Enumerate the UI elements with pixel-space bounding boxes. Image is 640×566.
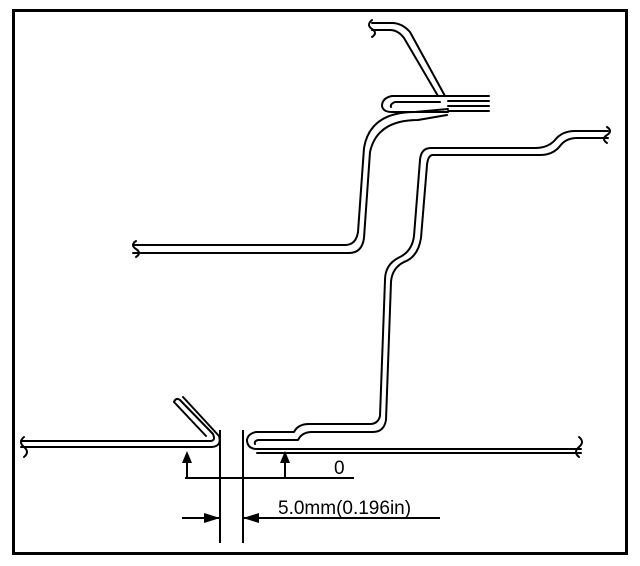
junction-lines xyxy=(444,95,490,112)
break-mark-top xyxy=(368,19,376,38)
gap-zero-label: 0 xyxy=(334,458,345,479)
break-mark-right-lower xyxy=(575,436,583,458)
top-bracket xyxy=(371,22,446,97)
arrowhead-left xyxy=(243,513,259,523)
top-bracket-inner xyxy=(371,29,439,97)
lower-right-panel-inner xyxy=(284,137,609,441)
lower-hem-inner xyxy=(253,439,286,445)
break-mark-upper-left xyxy=(132,240,140,258)
arrowhead-up-left xyxy=(182,451,192,463)
arrowhead-right xyxy=(204,513,220,523)
arrowhead-up-right xyxy=(280,451,290,463)
upper-left-panel xyxy=(132,108,449,246)
break-mark-left xyxy=(20,436,28,458)
upper-left-panel-inner xyxy=(132,114,448,254)
hem-return-inner xyxy=(389,101,441,108)
lower-hem xyxy=(246,431,582,450)
hem-return-top xyxy=(381,95,449,113)
break-mark-right-upper xyxy=(603,126,611,144)
figure-frame xyxy=(12,9,628,555)
lower-left-panel-outer xyxy=(20,396,221,448)
lower-right-panel xyxy=(284,130,609,433)
gap-dimension-label: 5.0mm(0.196in) xyxy=(278,498,411,519)
lower-left-panel xyxy=(20,397,215,442)
